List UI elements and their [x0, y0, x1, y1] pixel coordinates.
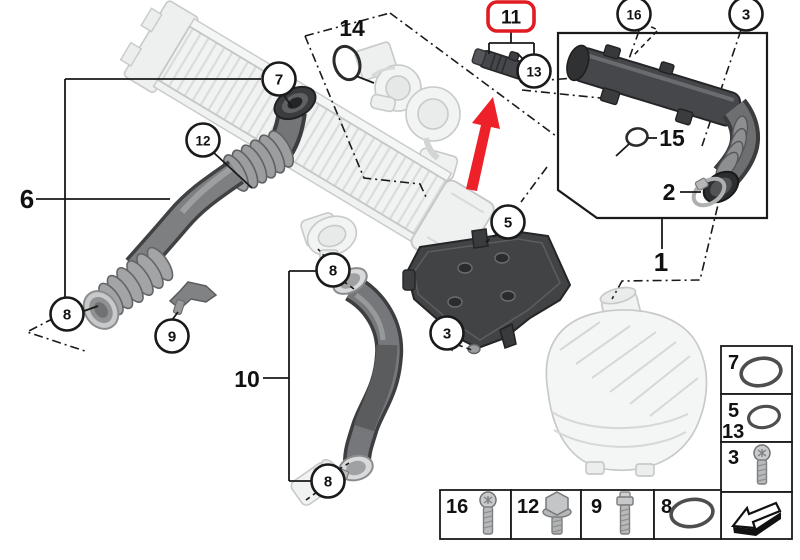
plate-top-tab: [471, 228, 489, 249]
charge-air-pipe-6: [82, 85, 317, 330]
hex-bolt-icon: [616, 491, 634, 535]
duct-lower-ear: [599, 87, 621, 106]
callout3-plate-leader: [457, 344, 473, 351]
callout-8-hose-top: 8: [315, 252, 351, 288]
legend-8-number: 8: [661, 496, 672, 518]
clamp-screw: [694, 177, 709, 191]
callout-9-number: 9: [168, 329, 176, 346]
torx-screw-icon: [753, 444, 771, 485]
callouts: 7 12 13 16 3 5 3 8: [20, 0, 764, 499]
oring14-tail: [355, 75, 375, 84]
legend-3-number: 3: [728, 447, 739, 469]
duct-lower-ear: [674, 108, 694, 126]
part10-extent-bracket: [263, 270, 316, 482]
label-6: 6: [20, 184, 34, 214]
callout-8-left: 8: [49, 296, 85, 332]
charge-air-hose-10: [332, 267, 404, 482]
callout-3-plate: 3: [429, 315, 465, 351]
red-arrow-icon: [466, 97, 500, 191]
callout-11-number: 11: [501, 8, 522, 29]
sensor-to-duct-line: [521, 89, 611, 100]
callout-5: 5: [490, 204, 526, 240]
callout-8-left-number: 8: [63, 307, 71, 324]
callout-7: 7: [261, 61, 297, 97]
callout-7-number: 7: [275, 72, 283, 89]
legend-cell-16: [439, 489, 512, 540]
mounting-plate: [402, 228, 572, 355]
legend-cell-8: [653, 489, 722, 540]
callout-8-hose-top-number: 8: [329, 263, 337, 280]
legend-9-number: 9: [591, 496, 602, 518]
pipe6-lower-bellows: [98, 246, 174, 316]
torx-screw-icon: [479, 491, 497, 535]
callout-3-plate-number: 3: [443, 326, 451, 343]
label-10: 10: [234, 366, 260, 392]
duct-assembly-box: [556, 31, 769, 220]
air-filter-housing-ghost: [545, 286, 708, 477]
o-ring-small-icon: [747, 404, 781, 430]
turbo-boundary-line: [304, 12, 391, 37]
callout5-leader: [482, 233, 498, 245]
part11-bracket: [488, 31, 535, 55]
o-ring-icon: [669, 497, 715, 529]
label-2: 2: [663, 179, 676, 205]
callout-12: 12: [185, 122, 221, 158]
callout8-left-leader: [83, 305, 99, 312]
legend-5-number: 5: [728, 400, 739, 422]
highlighted-callout-11: 11: [486, 0, 536, 33]
callout-16-number: 16: [626, 8, 642, 23]
callout-12-number: 12: [195, 134, 210, 149]
flange-bolt-icon: [542, 491, 572, 535]
charge-air-duct-1: [566, 44, 760, 208]
direction-arrow-icon: [730, 501, 782, 536]
callout-9: 9: [154, 318, 190, 354]
duct-to-airbox-line: [611, 187, 723, 300]
callout-8-hose-bottom: 8: [310, 463, 346, 499]
callout-13-number: 13: [526, 65, 542, 80]
duct-screw-boss: [658, 61, 675, 75]
o-ring-14: [332, 44, 362, 82]
callout7-leader: [282, 93, 293, 108]
callout12-leader: [212, 151, 253, 189]
legend-12-number: 12: [517, 496, 539, 518]
plate-leg: [499, 322, 517, 349]
turbo-boundary-line: [304, 35, 427, 198]
legend: 7 5 13 3 16 12 9: [439, 345, 793, 540]
legend-16-number: 16: [446, 496, 468, 518]
o-ring-15: [625, 127, 649, 147]
part6-extent-bracket: [36, 78, 261, 298]
callout-8-hose-bottom-number: 8: [324, 474, 332, 491]
duct-screw-boss: [603, 44, 622, 60]
legend-13-number: 13: [722, 421, 744, 443]
callout-16: 16: [616, 0, 652, 32]
callout-13: 13: [516, 53, 552, 89]
oring15-tail: [615, 143, 630, 157]
label-15: 15: [659, 125, 685, 151]
line-to-callout-5: [520, 166, 548, 203]
o-ring-large-icon: [739, 356, 783, 388]
turbo-to-duct-line: [389, 12, 557, 137]
callout-3-top-number: 3: [742, 7, 750, 24]
leader-lines: [36, 31, 701, 482]
label-1: 1: [654, 247, 668, 277]
label-14: 14: [339, 15, 365, 41]
callout-3-top: 3: [728, 0, 764, 32]
callout-5-number: 5: [504, 215, 512, 232]
legend-7-number: 7: [728, 352, 739, 374]
